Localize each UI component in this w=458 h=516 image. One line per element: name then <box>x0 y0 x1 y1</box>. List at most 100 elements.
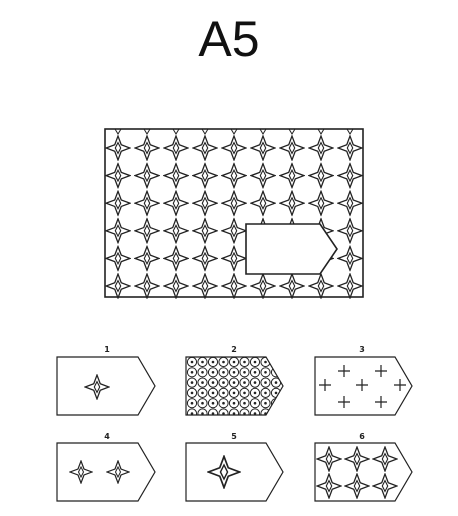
option-number: 3 <box>359 345 365 354</box>
option-6[interactable]: 6 <box>314 432 413 502</box>
dot-mark <box>243 360 246 364</box>
dot-mark <box>243 371 246 374</box>
ring-mark <box>197 377 208 388</box>
plus-sign-icon <box>338 396 350 408</box>
edge-tick <box>230 128 238 135</box>
ring-mark <box>228 367 240 378</box>
dot-mark <box>253 371 257 374</box>
ring-mark <box>228 398 240 409</box>
puzzle-title: A5 <box>198 11 260 67</box>
dot-mark <box>243 412 246 415</box>
ring-mark <box>207 398 219 409</box>
edge-tick <box>201 128 209 135</box>
dot-mark <box>201 381 204 384</box>
dot-mark <box>243 391 246 395</box>
dot-mark <box>222 401 225 405</box>
dot-mark <box>264 401 267 405</box>
option-number: 6 <box>359 432 365 441</box>
dot-mark <box>274 391 278 395</box>
ring-mark <box>207 377 219 388</box>
option-4[interactable]: 4 <box>56 432 156 502</box>
ring-mark <box>239 367 250 378</box>
ring-mark <box>228 377 240 388</box>
ring-mark <box>186 387 198 398</box>
ring-mark <box>218 408 229 415</box>
ring-mark <box>249 367 261 378</box>
option-shape <box>185 356 284 416</box>
plus-sign-icon <box>394 379 406 391</box>
ring-mark <box>270 408 282 415</box>
dot-mark <box>243 381 246 384</box>
ring-mark <box>218 398 229 409</box>
dot-mark <box>211 371 215 374</box>
option-1[interactable]: 1 <box>56 345 156 416</box>
dot-mark <box>274 360 278 364</box>
ring-mark <box>249 398 261 409</box>
dot-mark <box>243 401 246 405</box>
dot-mark <box>201 391 204 395</box>
option-shape <box>314 442 413 502</box>
option-3[interactable]: 3 <box>314 345 413 416</box>
dot-mark <box>201 412 204 415</box>
ring-mark <box>239 398 250 409</box>
dot-mark <box>232 360 236 364</box>
option-number: 2 <box>231 345 237 354</box>
dot-mark <box>222 360 225 364</box>
plus-signs <box>319 365 406 408</box>
dot-mark <box>232 401 236 405</box>
ring-mark <box>186 398 198 409</box>
dot-mark <box>190 412 194 415</box>
dot-circle-grid-icon <box>186 357 282 415</box>
plus-sign-icon <box>375 396 387 408</box>
dot-mark <box>253 381 257 384</box>
edge-tick <box>259 128 267 135</box>
plus-sign-icon <box>319 379 331 391</box>
ring-mark <box>239 387 250 398</box>
main-pattern-stars <box>105 128 363 299</box>
ring-mark <box>186 367 198 378</box>
dot-mark <box>211 391 215 395</box>
option-2[interactable]: 2 <box>185 345 284 418</box>
dot-mark <box>211 401 215 405</box>
answer-options: 1 2 3 4 5 <box>56 345 413 502</box>
edge-tick <box>346 128 354 135</box>
ring-mark <box>197 367 208 378</box>
ring-mark <box>270 357 282 368</box>
dot-mark <box>222 381 225 384</box>
dot-mark <box>264 360 267 364</box>
dot-mark <box>201 371 204 374</box>
dot-mark <box>201 360 204 364</box>
ring-mark <box>260 367 271 378</box>
dot-mark <box>190 381 194 384</box>
ring-mark <box>249 377 261 388</box>
dot-mark <box>264 381 267 384</box>
option-shape <box>185 442 284 502</box>
ring-mark <box>249 408 261 415</box>
dot-mark <box>222 391 225 395</box>
option-5[interactable]: 5 <box>185 432 284 502</box>
dot-mark <box>253 360 257 364</box>
plus-sign-icon <box>375 365 387 377</box>
option-number: 5 <box>231 432 237 441</box>
ring-mark <box>186 408 198 415</box>
ring-mark <box>186 377 198 388</box>
dot-mark <box>201 401 204 405</box>
plus-sign-icon <box>338 365 350 377</box>
ring-mark <box>228 408 240 415</box>
edge-tick <box>317 128 325 135</box>
dot-mark <box>253 401 257 405</box>
ring-mark <box>260 398 271 409</box>
dot-mark <box>232 391 236 395</box>
ring-mark <box>260 387 271 398</box>
dot-mark <box>190 391 194 395</box>
option-shape <box>314 356 413 416</box>
dot-mark <box>253 391 257 395</box>
dot-mark <box>232 381 236 384</box>
dot-mark <box>211 360 215 364</box>
ring-mark <box>228 387 240 398</box>
edge-tick <box>172 128 180 135</box>
ring-mark <box>207 367 219 378</box>
ring-mark <box>197 387 208 398</box>
ring-mark <box>197 408 208 415</box>
